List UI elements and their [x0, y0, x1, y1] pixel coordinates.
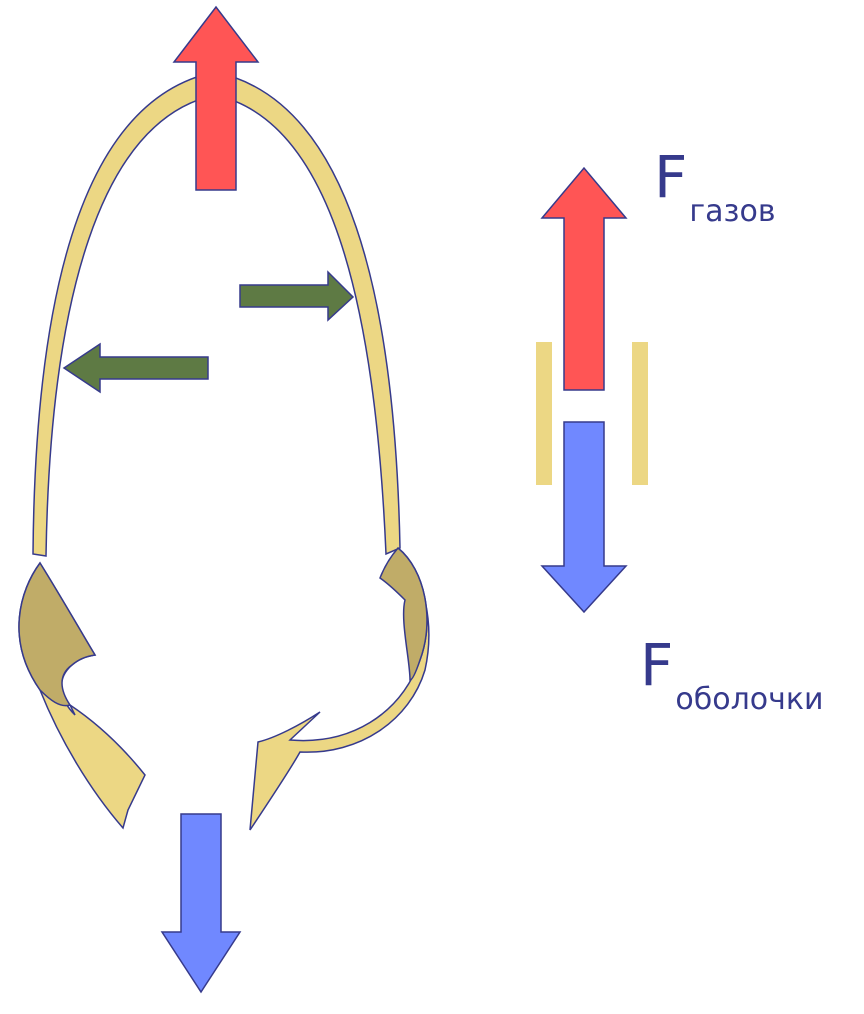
- shell-force-arrow: [542, 422, 626, 612]
- tube-wall-left: [536, 342, 552, 485]
- shell-force-label: Fоболочки: [640, 636, 823, 694]
- left-flap-inner-fold: [19, 563, 95, 706]
- gas-force-subscript: газов: [689, 194, 775, 229]
- shell-force-arrow-bottom: [162, 814, 240, 992]
- side-force-arrow-left: [64, 344, 208, 392]
- gas-force-symbol: F: [654, 143, 687, 211]
- tube-wall-right: [632, 342, 648, 485]
- shell-force-symbol: F: [640, 631, 673, 699]
- side-force-arrow-right: [240, 272, 353, 320]
- shell-force-subscript: оболочки: [675, 682, 823, 717]
- gas-force-label: Fгазов: [654, 148, 776, 206]
- right-flap-inner-fold: [380, 548, 427, 680]
- gas-force-arrow: [542, 168, 626, 390]
